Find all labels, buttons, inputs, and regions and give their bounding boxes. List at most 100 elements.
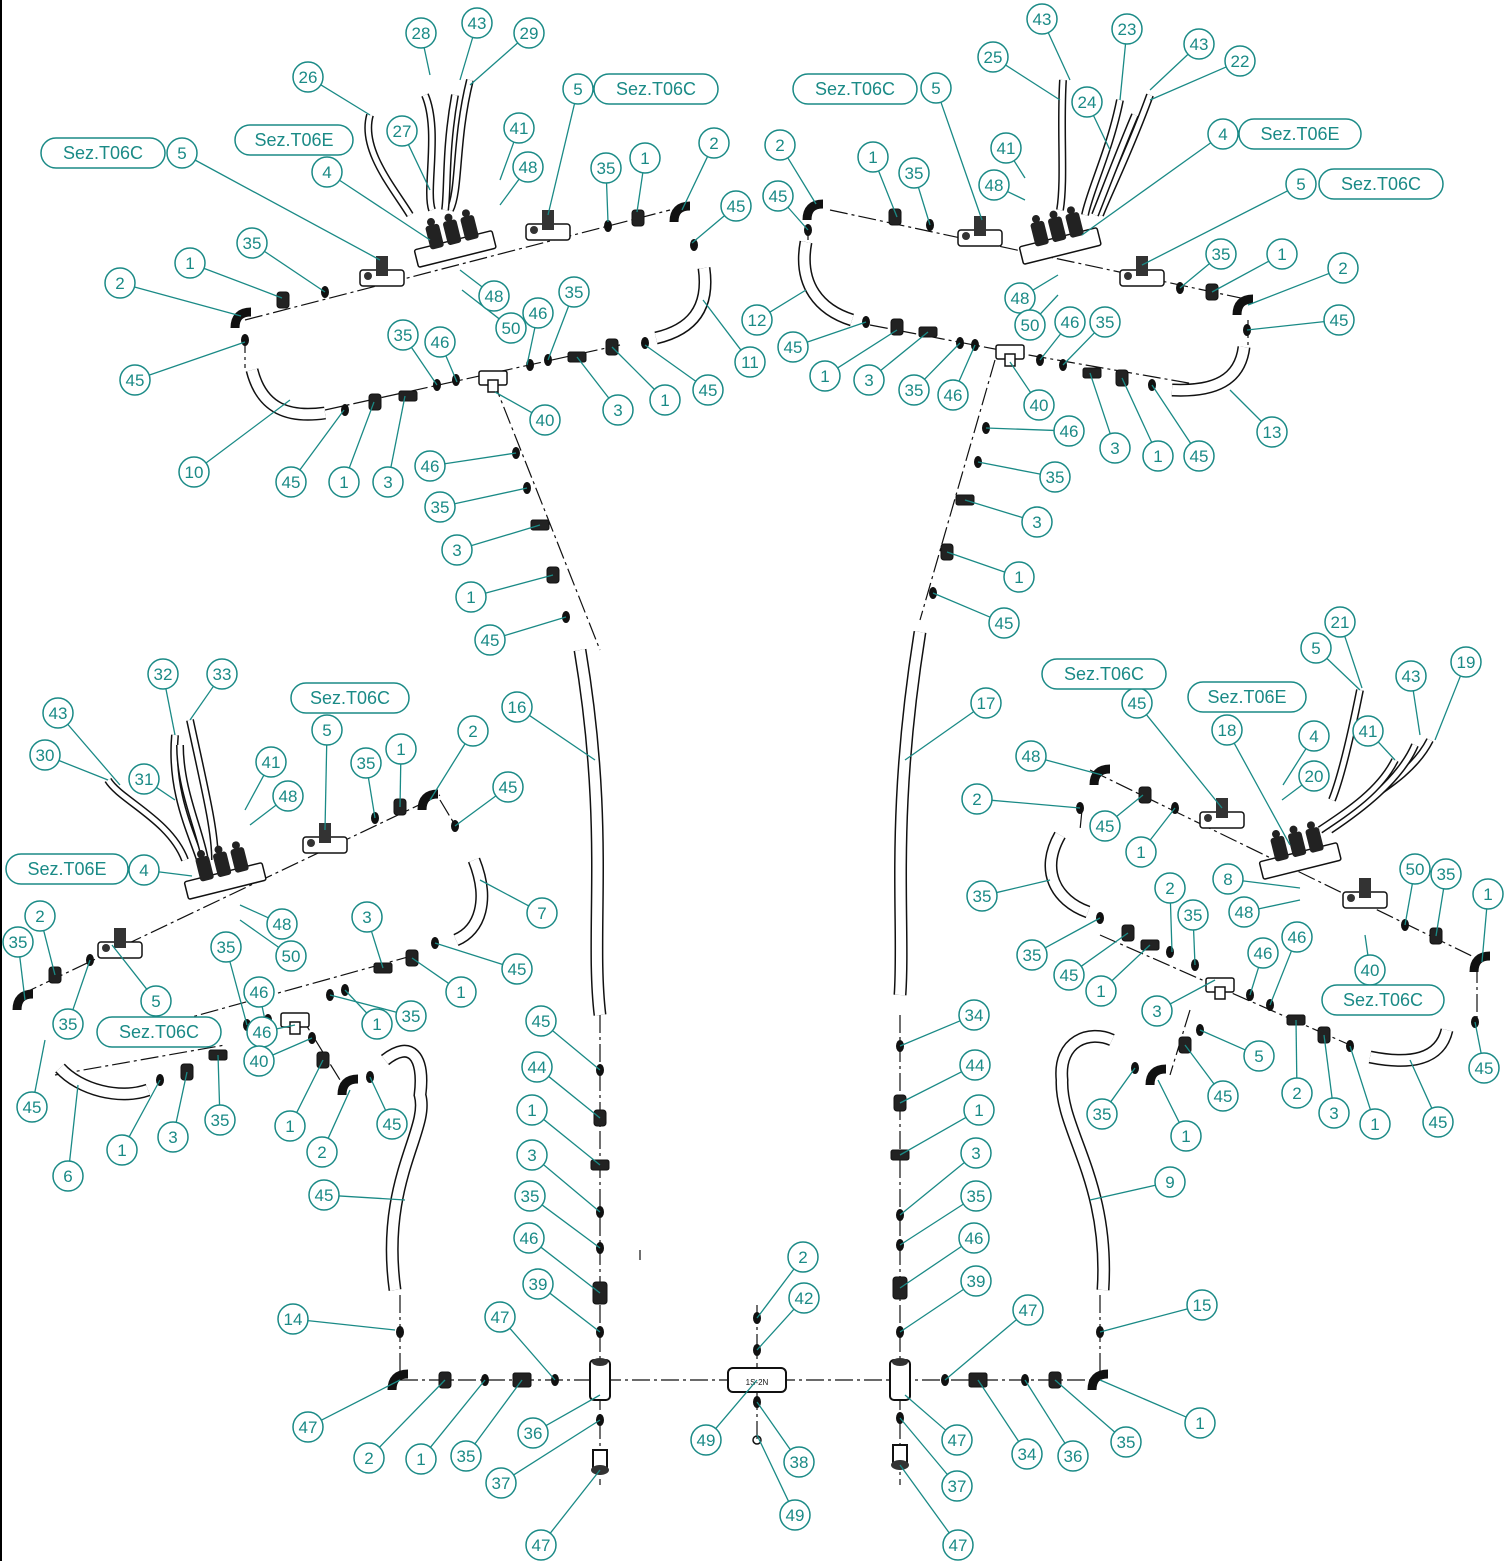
solenoid-cap — [1306, 821, 1315, 830]
balloon-45 — [762, 180, 794, 212]
balloon-label: 3 — [362, 908, 371, 927]
balloon-1 — [649, 384, 681, 416]
leader-line — [548, 1075, 601, 1119]
section-tag-label: Sez.T06E — [254, 130, 333, 150]
leader-line — [276, 1024, 296, 1030]
balloon-35 — [236, 227, 268, 259]
balloon-2 — [698, 127, 730, 159]
balloon-label: 46 — [520, 1229, 539, 1248]
union-nut — [890, 318, 904, 336]
leader-line — [756, 1308, 795, 1351]
balloon-label: 2 — [1292, 1084, 1301, 1103]
leader-line — [494, 391, 533, 414]
balloon-label: 35 — [217, 938, 236, 957]
balloon-48 — [266, 908, 298, 940]
leader-line — [636, 172, 644, 213]
leader-line — [175, 1071, 188, 1123]
balloon-43 — [1026, 3, 1058, 35]
leader-line — [1435, 888, 1445, 937]
balloon-label: 45 — [1128, 694, 1147, 713]
balloon-39 — [960, 1265, 992, 1297]
balloon-3 — [351, 901, 383, 933]
balloon-48 — [512, 151, 544, 183]
hose-16-bore — [575, 649, 605, 1016]
solenoid-cap — [1066, 206, 1075, 215]
solenoid — [213, 851, 232, 877]
balloon-27 — [386, 115, 418, 147]
balloon-35 — [450, 1440, 482, 1472]
o-ring — [1166, 946, 1174, 958]
balloon-45 — [308, 1179, 340, 1211]
leader-line — [1089, 1184, 1156, 1201]
leader-line — [1192, 929, 1196, 966]
balloon-45 — [16, 1091, 48, 1123]
cross-fitting-port — [592, 1358, 608, 1366]
leader-line — [1474, 1021, 1482, 1054]
balloon-46 — [1247, 937, 1279, 969]
balloon-40 — [529, 404, 561, 436]
balloon-label: 48 — [273, 915, 292, 934]
balloon-4 — [311, 156, 343, 188]
balloon-45 — [777, 331, 809, 363]
balloon-50 — [1399, 853, 1431, 885]
leader-line — [327, 1089, 351, 1139]
balloon-46 — [1281, 921, 1313, 953]
valve-actuator — [542, 210, 554, 230]
leader-line — [504, 616, 567, 637]
balloon-18 — [1211, 714, 1243, 746]
balloon-2 — [24, 900, 56, 932]
balloon-label: 2 — [35, 907, 44, 926]
leader-line — [547, 305, 570, 361]
leader-line — [1199, 1029, 1246, 1051]
section-tag-label: Sez.T06C — [1343, 990, 1423, 1010]
balloon-label: 46 — [965, 1229, 984, 1248]
balloon-1 — [1125, 836, 1157, 868]
balloon-37 — [485, 1467, 517, 1499]
leader-line — [43, 930, 56, 976]
balloon-1 — [857, 141, 889, 173]
balloon-20 — [1298, 760, 1330, 792]
balloon-label: 42 — [795, 1289, 814, 1308]
solenoid-cap — [1289, 825, 1298, 834]
balloon-2 — [1327, 252, 1359, 284]
balloon-46 — [243, 976, 275, 1008]
leader-line — [399, 763, 402, 808]
small-hose-bore — [1318, 758, 1398, 833]
solenoid-cap — [1272, 830, 1281, 839]
small-hose-bore — [1097, 94, 1153, 216]
balloon-label: 4 — [139, 861, 148, 880]
balloon-label: 48 — [1022, 747, 1041, 766]
solenoid — [1048, 216, 1067, 242]
balloon-label: 45 — [784, 338, 803, 357]
balloon-45 — [501, 953, 533, 985]
balloon-label: 24 — [1078, 93, 1097, 112]
balloon-label: 1 — [820, 367, 829, 386]
balloon-label: 46 — [1060, 422, 1079, 441]
balloon-label: 20 — [1305, 767, 1324, 786]
small-hose-bore — [1329, 689, 1363, 801]
balloon-label: 4 — [1218, 125, 1227, 144]
leader-line — [513, 1419, 601, 1476]
balloon-label: 36 — [524, 1424, 543, 1443]
balloon-label: 2 — [775, 136, 784, 155]
balloon-label: 48 — [279, 787, 298, 806]
small-hose-bore — [177, 744, 208, 861]
leader-line — [529, 714, 596, 761]
leader-line — [540, 1246, 601, 1294]
balloon-3 — [1099, 432, 1131, 464]
balloon-5 — [562, 73, 594, 105]
center-line — [919, 359, 996, 621]
leader-line — [459, 269, 483, 288]
balloon-label: 35 — [431, 498, 450, 517]
balloon-label: 19 — [1457, 653, 1476, 672]
solenoid-cap — [461, 209, 470, 218]
balloon-47 — [525, 1529, 557, 1561]
solenoid-cap — [214, 845, 223, 854]
solenoid — [460, 215, 479, 241]
leader-line — [1141, 190, 1288, 266]
leader-line — [1246, 320, 1325, 331]
center-line — [19, 794, 441, 996]
balloon-1 — [445, 976, 477, 1008]
leader-line — [471, 524, 541, 547]
